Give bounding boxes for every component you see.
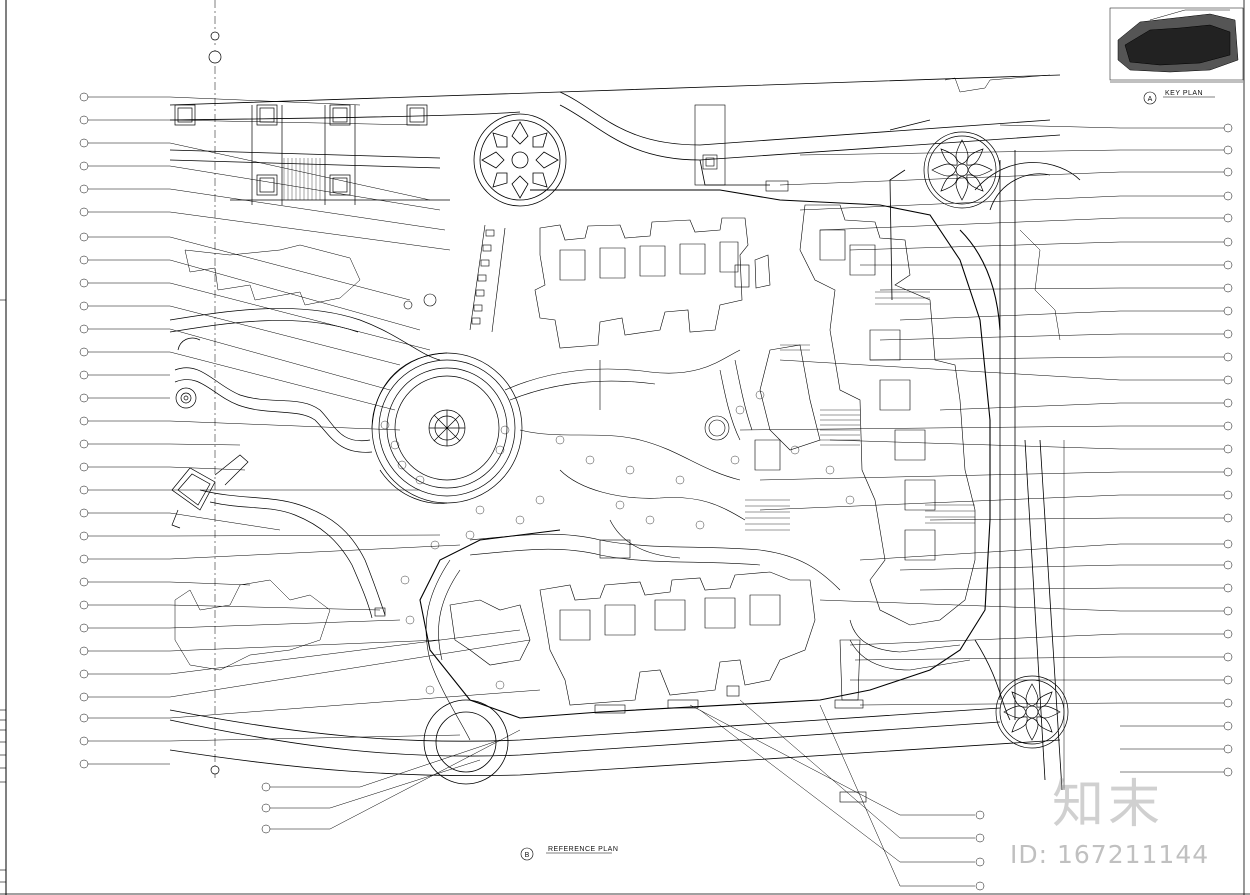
north-residential-blocks bbox=[534, 217, 771, 349]
reference-plan-marker: B bbox=[525, 852, 530, 859]
garden-paths bbox=[425, 349, 971, 741]
existing-buildings bbox=[174, 74, 1061, 671]
site-features bbox=[374, 180, 867, 803]
key-plan-title: KEY PLAN bbox=[1165, 90, 1203, 97]
bottom-callouts bbox=[262, 699, 975, 887]
west-round-feature bbox=[175, 387, 197, 409]
planting-symbols bbox=[380, 390, 855, 695]
west-pavilion bbox=[171, 454, 249, 529]
winding-stream bbox=[169, 308, 441, 619]
key-plan-marker: A bbox=[1148, 96, 1153, 103]
reference-plan-title: REFERENCE PLAN bbox=[548, 846, 618, 853]
right-callout-bubbles bbox=[1223, 123, 1233, 777]
reference-plan-title-block: B REFERENCE PLAN bbox=[520, 846, 618, 861]
key-plan-title-block: A KEY PLAN bbox=[1143, 90, 1215, 105]
plaza-hatch bbox=[283, 158, 321, 200]
site-boundary bbox=[419, 189, 1001, 719]
hatched-ramps bbox=[745, 291, 975, 531]
northeast-flower-medallion bbox=[923, 131, 1001, 209]
right-callouts bbox=[739, 124, 1225, 773]
entrance-plaza bbox=[169, 104, 450, 205]
left-callouts bbox=[80, 96, 541, 765]
watermark-logo: 知末 bbox=[1052, 775, 1165, 835]
southeast-flower-medallion bbox=[995, 675, 1069, 749]
north-roundabout bbox=[473, 113, 567, 207]
south-roundabout bbox=[423, 699, 509, 785]
grid-bubble-top bbox=[208, 31, 222, 775]
bottom-callout-bubbles bbox=[261, 782, 985, 891]
title-block-strip bbox=[0, 299, 6, 883]
central-circular-plaza bbox=[371, 352, 523, 504]
east-residential-blocks bbox=[754, 204, 976, 626]
watermark-id: ID: 167211144 bbox=[1010, 840, 1210, 869]
roads bbox=[169, 74, 1081, 791]
key-plan-thumbnail bbox=[1109, 7, 1244, 83]
north-promenade bbox=[469, 104, 726, 333]
south-residential-blocks bbox=[449, 571, 816, 706]
left-callout-bubbles bbox=[79, 92, 89, 769]
